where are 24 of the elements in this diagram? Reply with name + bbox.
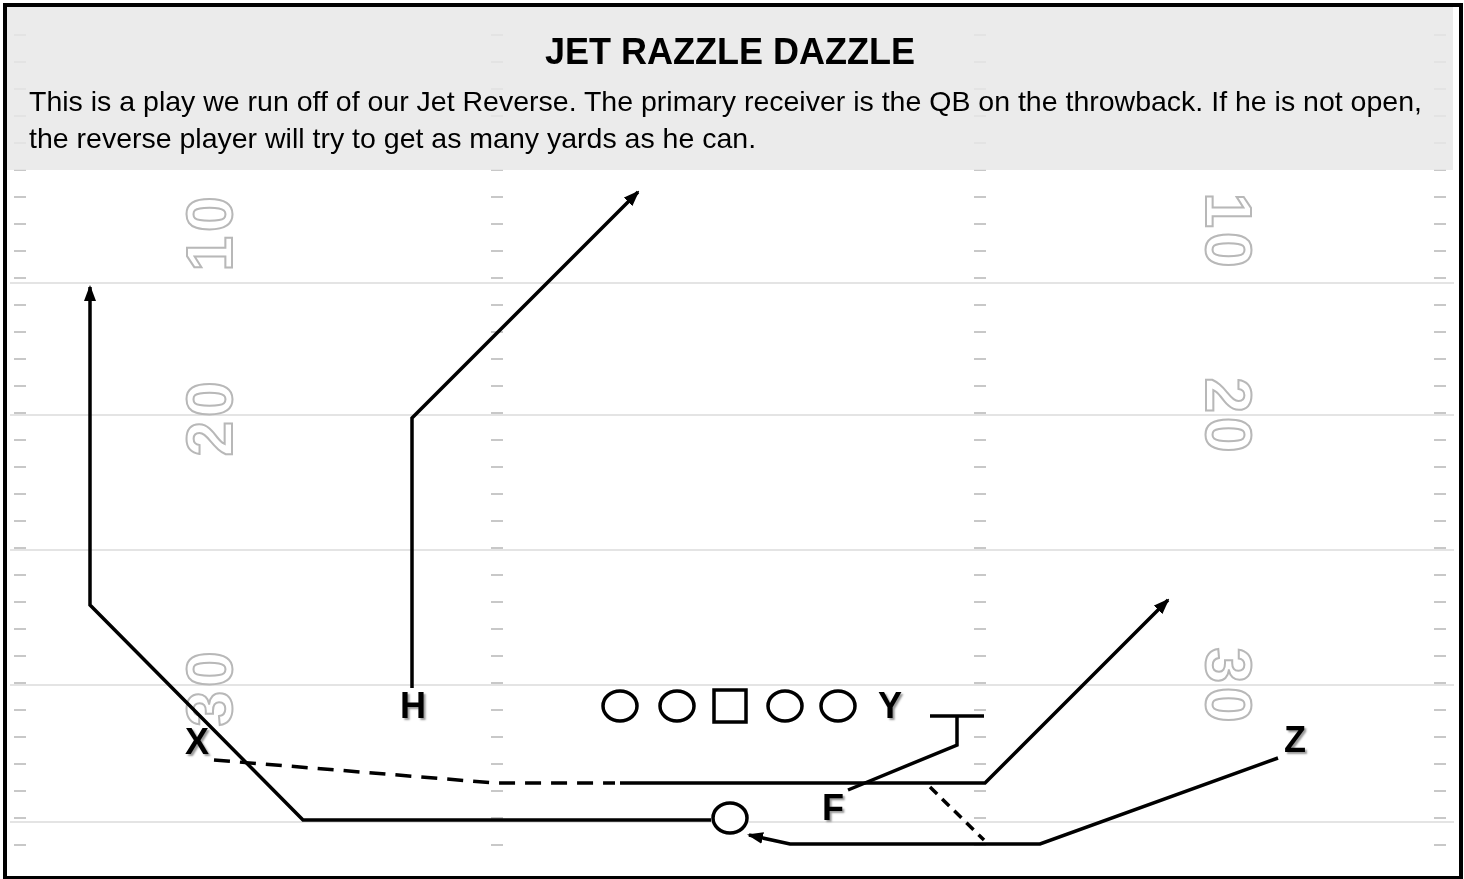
player-circle (711, 801, 749, 835)
route-arrow (747, 756, 1279, 846)
yard-number: 10 (177, 192, 242, 272)
player-label: X (180, 724, 214, 760)
play-title: JET RAZZLE DAZZLE (544, 31, 916, 73)
player-label: Z (1278, 722, 1312, 758)
play-description: This is a play we run off of our Jet Reverse. The primary receiver is the QB on the throwback. If he is not open, the reverse player will try to get as many yards as he can. (29, 84, 1423, 156)
player-circle (601, 689, 639, 723)
block-route (847, 714, 986, 792)
yard-number: 20 (177, 377, 242, 457)
route-arrow (84, 285, 711, 822)
motion-route-arrow (213, 598, 1170, 785)
yard-number: 20 (1195, 377, 1260, 457)
route-arrow (410, 190, 640, 688)
player-circle (819, 689, 857, 723)
player-label: Y (878, 688, 902, 724)
yard-number: 30 (177, 647, 242, 727)
player-circle (766, 689, 804, 723)
player-circle (658, 689, 696, 723)
center-square (712, 688, 748, 724)
yard-number: 30 (1195, 647, 1260, 727)
yard-number: 10 (1195, 192, 1260, 272)
player-label: F (818, 790, 848, 826)
player-label: H (396, 688, 430, 724)
